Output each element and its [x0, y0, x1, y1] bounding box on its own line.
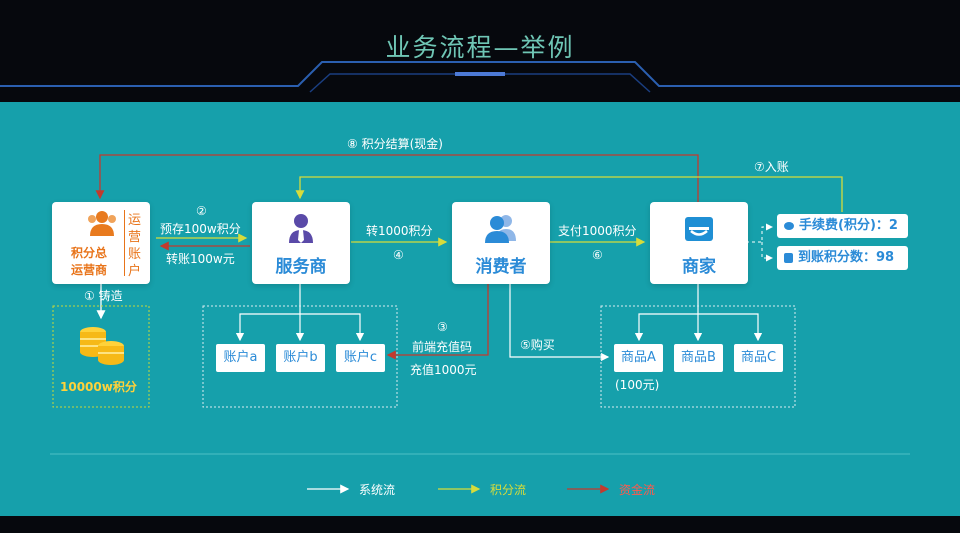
operator-divider: [124, 210, 125, 276]
fee-text: 手续费(积分)：2: [799, 218, 898, 233]
product-price: (100元): [615, 378, 660, 392]
shop-icon: [685, 217, 713, 241]
operator-side2: 账户: [128, 247, 142, 279]
products-box: [600, 305, 796, 408]
page-title: 业务流程—举例: [385, 33, 575, 62]
product-b: 商品B: [674, 344, 723, 372]
recharge-code-label: 前端充值码: [412, 340, 473, 354]
operator-icon: [88, 211, 116, 236]
fee-result: 手续费(积分)：2: [777, 214, 908, 238]
person-tie-icon: [289, 214, 313, 243]
pool-box: [52, 305, 150, 408]
received-result: 到账积分数：98: [777, 246, 908, 270]
consumer-card: 消费者: [452, 202, 550, 284]
settle-label: ⑧ 积分结算(现金): [347, 137, 443, 151]
deposit-label: ⑦入账: [754, 160, 789, 174]
coins-icon: [80, 327, 124, 365]
prestore-num: ②: [196, 204, 207, 218]
consumer-name: 消费者: [475, 257, 527, 277]
mint-label: ① 铸造: [84, 289, 123, 303]
flow-line-deposit: [295, 176, 843, 212]
flow-line-settle: [95, 154, 699, 202]
coin-hand-icon: [784, 222, 794, 230]
account-c: 账户c: [336, 344, 385, 372]
prestore-label: 预存100w积分: [160, 222, 241, 236]
coin-stack-icon: [784, 253, 793, 263]
account-a: 账户a: [216, 344, 265, 372]
transfer-back-label: 转账100w元: [166, 252, 235, 266]
transfer-label: 转1000积分: [366, 224, 433, 238]
pay-label: 支付1000积分: [558, 224, 637, 238]
flow-line-recharge: [386, 283, 489, 360]
operator-card: 积分总 运营商 运营 账户: [52, 202, 150, 284]
header-bar: 业务流程—举例: [0, 0, 960, 102]
transfer-num: ④: [393, 248, 404, 262]
recharge-amount-label: 充值1000元: [410, 363, 477, 377]
recharge-num: ③: [437, 320, 448, 334]
product-c: 商品C: [734, 344, 783, 372]
flow-line-results: [746, 223, 773, 243]
product-a: 商品A: [614, 344, 663, 372]
accounts-box: [202, 305, 398, 408]
pay-num: ⑥: [592, 248, 603, 262]
legend-points: 积分流: [490, 483, 527, 497]
service-name: 服务商: [275, 257, 327, 277]
users-icon: [485, 215, 516, 243]
pool-label: 10000w积分: [60, 380, 137, 394]
received-text: 到账积分数：98: [798, 250, 895, 265]
operator-side1: 运营: [128, 213, 142, 245]
header-decoration: [0, 61, 960, 93]
flow-diagram-area: [0, 102, 960, 516]
merchant-card: 商家: [650, 202, 748, 284]
service-card: 服务商: [252, 202, 350, 284]
legend-funds: 资金流: [619, 483, 656, 497]
operator-line2: 运营商: [70, 263, 107, 277]
footer-bar: [0, 516, 960, 533]
buy-label: ⑤购买: [520, 338, 555, 352]
operator-line1: 积分总: [70, 246, 107, 260]
flow-line-buy: [509, 283, 610, 362]
merchant-name: 商家: [682, 257, 716, 277]
legend-system: 系统流: [359, 483, 396, 497]
account-b: 账户b: [276, 344, 325, 372]
